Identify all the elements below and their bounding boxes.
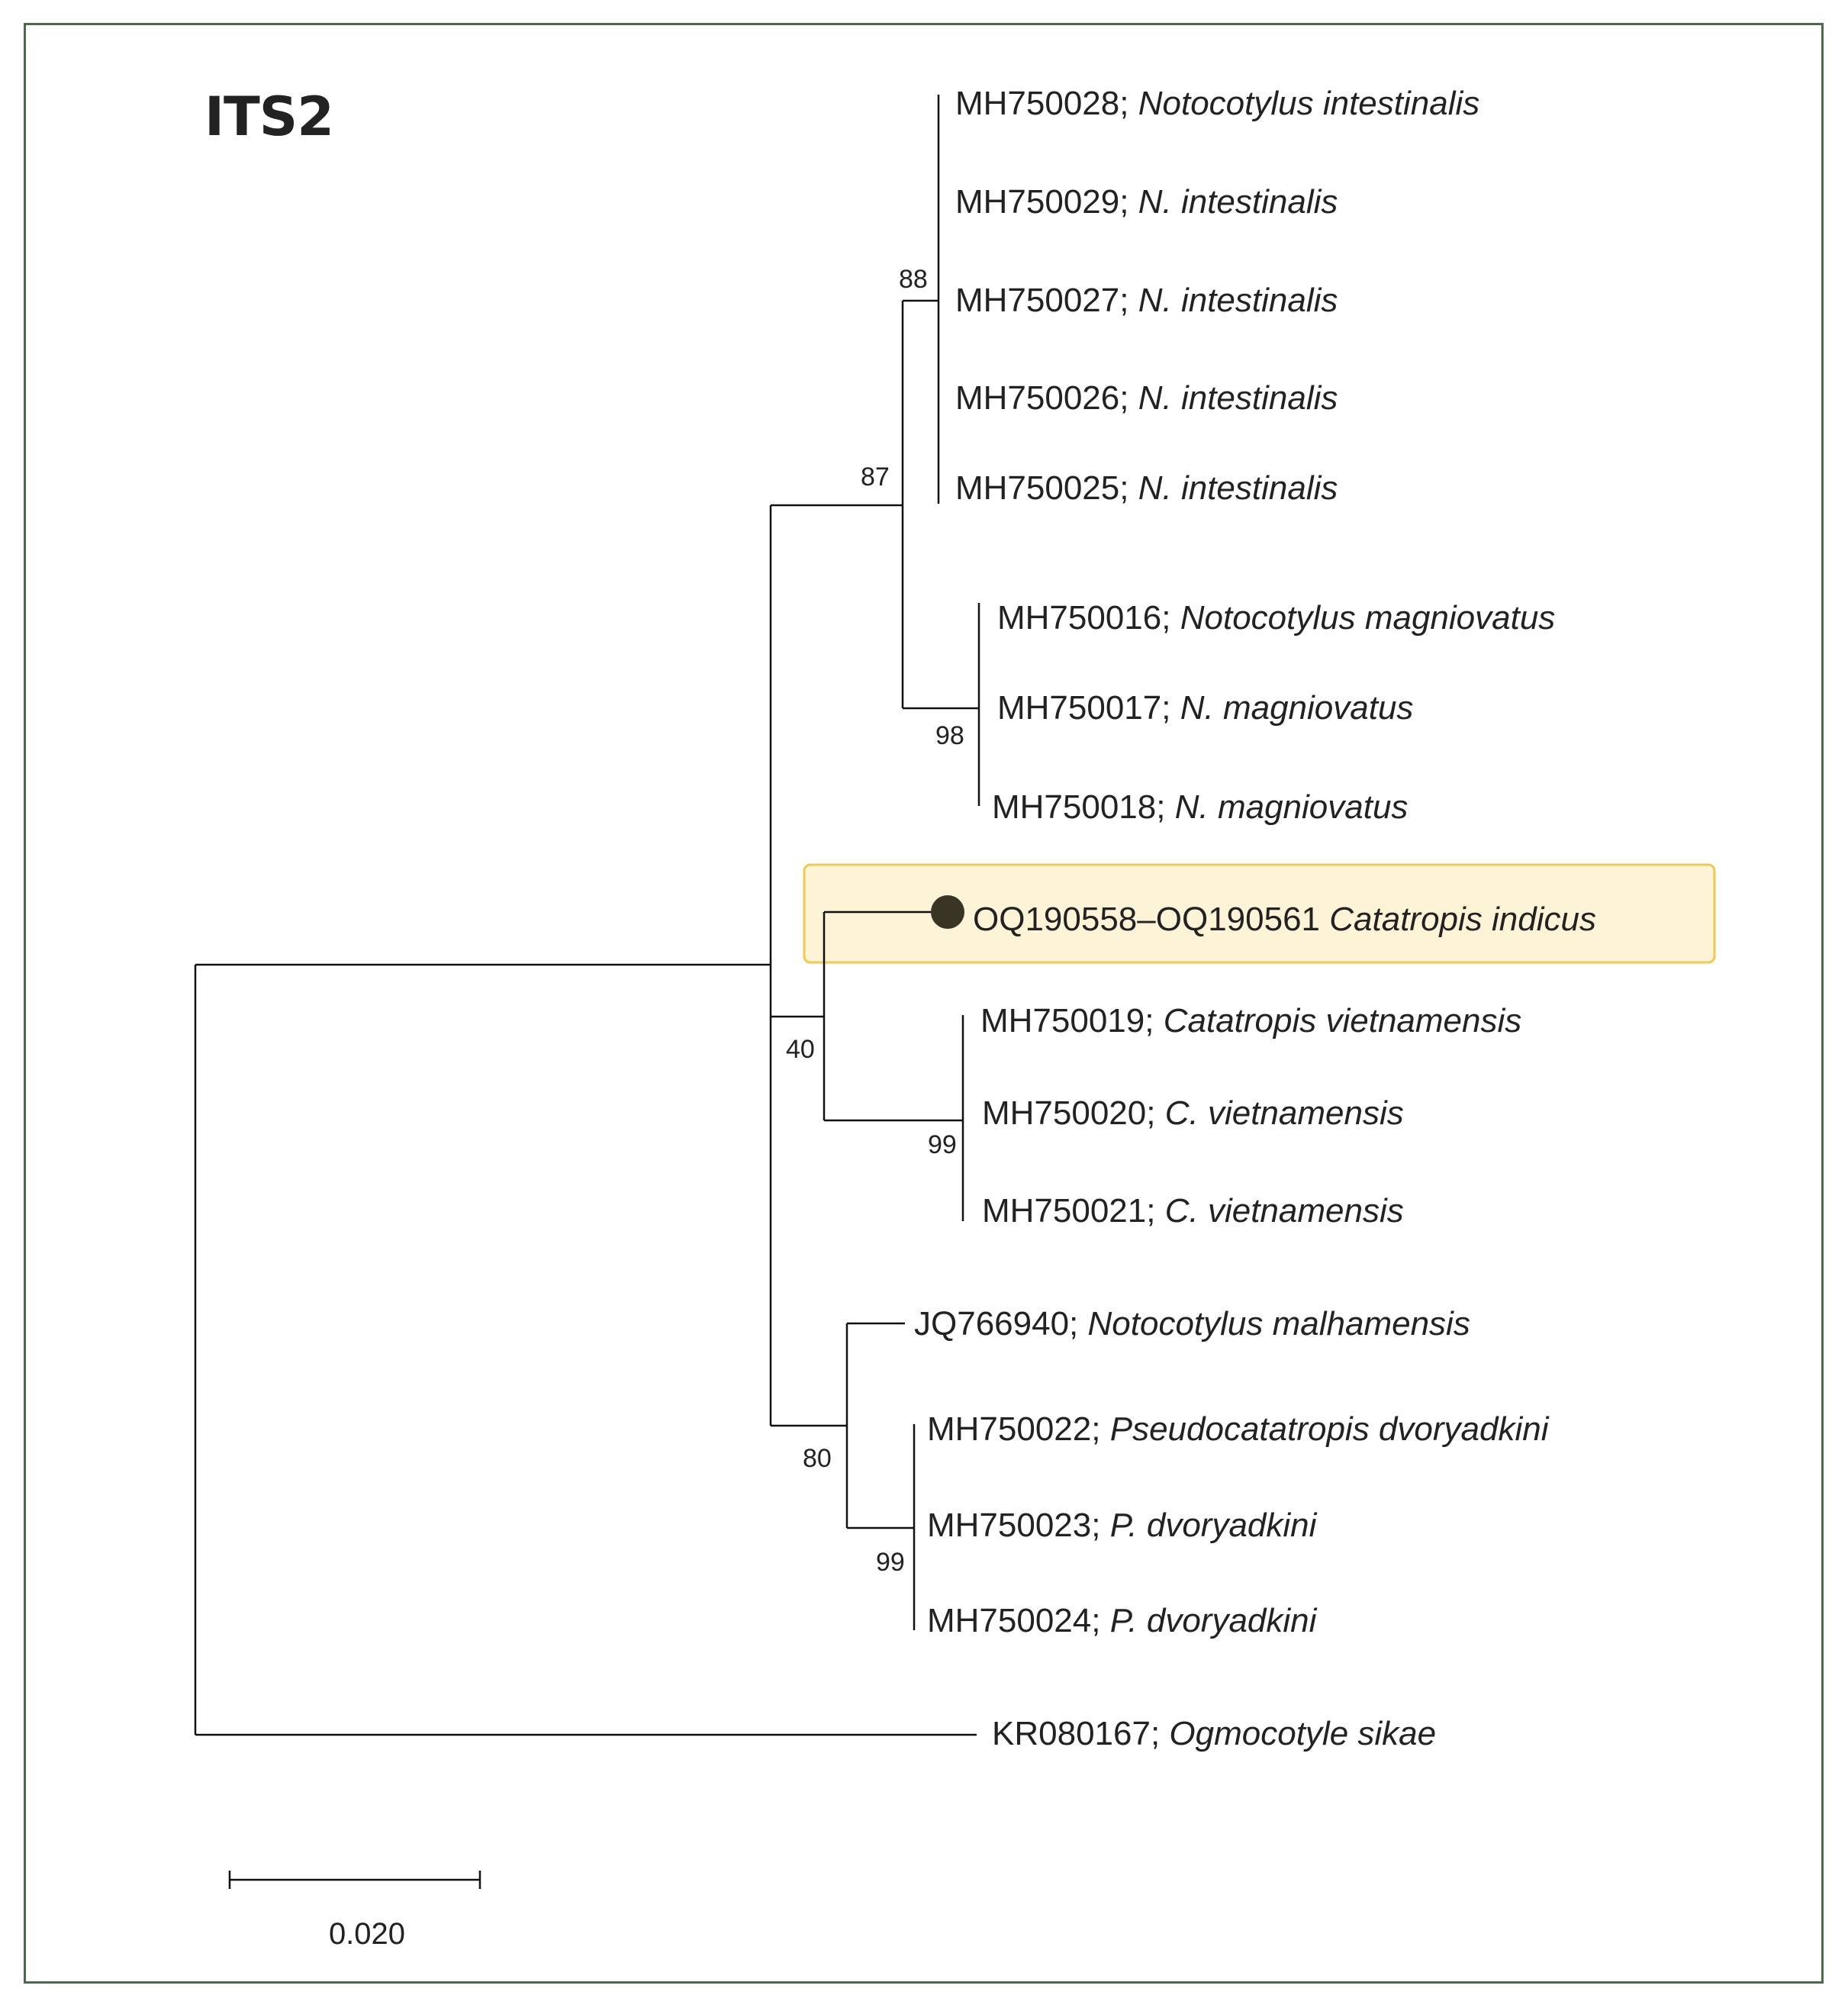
bootstrap-value: 98 [935, 721, 964, 750]
bootstrap-value: 88 [899, 265, 928, 294]
taxon-label: MH750028; Notocotylus intestinalis [955, 85, 1479, 122]
bootstrap-value: 80 [803, 1444, 832, 1473]
highlight-box [803, 863, 1716, 964]
bootstrap-value: 99 [928, 1130, 957, 1159]
taxon-label: MH750022; Pseudocatatropis dvoryadkini [927, 1410, 1550, 1448]
bootstrap-value: 99 [876, 1548, 905, 1577]
taxon-label: MH750023; P. dvoryadkini [927, 1507, 1318, 1544]
bootstrap-value: 87 [861, 463, 890, 492]
taxon-label-highlighted: OQ190558–OQ190561 Catatropis indicus [973, 901, 1596, 938]
taxon-label: KR080167; Ogmocotyle sikae [992, 1715, 1436, 1752]
taxon-label: MH750029; N. intestinalis [955, 183, 1338, 221]
taxon-label: MH750020; C. vietnamensis [982, 1094, 1404, 1132]
tree-branches [194, 95, 980, 1736]
scale-bar: 0.020 [228, 1871, 481, 1951]
bootstrap-value: 40 [786, 1035, 815, 1064]
taxon-labels: MH750028; Notocotylus intestinalis MH750… [914, 85, 1596, 1752]
taxon-label: JQ766940; Notocotylus malhamensis [914, 1305, 1470, 1342]
taxon-label: MH750025; N. intestinalis [955, 469, 1338, 507]
figure-title: ITS2 [204, 85, 334, 148]
taxon-label: MH750026; N. intestinalis [955, 379, 1338, 417]
taxon-label: MH750027; N. intestinalis [955, 282, 1338, 319]
taxon-label: MH750018; N. magniovatus [992, 788, 1408, 826]
scale-bar-label: 0.020 [329, 1917, 405, 1951]
highlight-marker-circle [931, 895, 964, 929]
taxon-label: MH750019; Catatropis vietnamensis [980, 1002, 1521, 1039]
figure-frame [24, 23, 1824, 1984]
taxon-label: MH750024; P. dvoryadkini [927, 1602, 1318, 1639]
taxon-label: MH750017; N. magniovatus [997, 689, 1413, 727]
taxon-label: MH750021; C. vietnamensis [982, 1192, 1404, 1230]
taxon-label: MH750016; Notocotylus magniovatus [997, 599, 1555, 637]
bootstrap-values: 88 87 98 40 99 80 99 [786, 265, 964, 1577]
